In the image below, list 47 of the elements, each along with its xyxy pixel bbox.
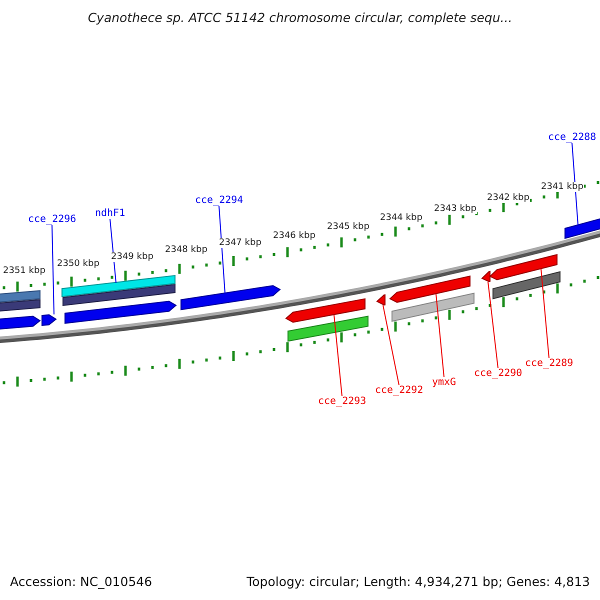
scale-label: 2345 kbp	[326, 222, 370, 232]
gene-feature	[0, 299, 40, 312]
leader-line	[488, 281, 498, 368]
scale-label: 2350 kbp	[56, 259, 100, 269]
leader-line	[436, 293, 444, 378]
scale-label: 2351 kbp	[2, 266, 46, 276]
scale-label: 2343 kbp	[433, 204, 478, 214]
leader-line	[52, 224, 54, 315]
gene-label: cce_2290	[474, 368, 522, 379]
scale-label: 2344 kbp	[379, 213, 424, 223]
gene-label: ndhF1	[95, 208, 126, 219]
leader-line	[382, 304, 400, 386]
leader-line	[110, 218, 116, 284]
gene-feature	[180, 285, 281, 310]
gene-label: cce_2293	[318, 396, 366, 407]
gene-label: cce_2289	[525, 358, 574, 369]
gene-feature	[288, 316, 368, 342]
scale-label: 2347 kbp	[218, 238, 262, 248]
scale-label: 2348 kbp	[164, 245, 208, 255]
gene-feature	[42, 314, 57, 326]
gene-feature	[285, 298, 366, 323]
leader-line	[540, 268, 550, 358]
footer-text: Accession: NC_010546	[10, 574, 152, 589]
leader-line	[334, 314, 342, 396]
leader-line	[572, 142, 578, 226]
gene-label: cce_2296	[28, 214, 76, 225]
gene-feature	[0, 290, 40, 303]
leader-line	[218, 206, 226, 294]
scale-label: 2349 kbp	[110, 252, 154, 262]
gene-feature	[62, 284, 176, 306]
gene-feature	[489, 254, 558, 280]
gene-label: cce_2288	[548, 132, 596, 143]
title: Cyanothece sp. ATCC 51142 chromosome circular, complete sequ...	[86, 10, 514, 25]
gene-feature	[392, 292, 474, 322]
footer-text: Topology: circular; Length: 4,934,271 bp; Genes: 4,813	[246, 574, 590, 589]
gene-label: cce_2292	[375, 385, 424, 396]
gene-feature	[62, 274, 176, 298]
gene-feature	[64, 300, 177, 324]
gene-feature	[376, 294, 386, 306]
scale-label: 2342 kbp	[486, 193, 530, 203]
scale-label: 2346 kbp	[272, 231, 316, 241]
gene-feature	[564, 216, 600, 240]
scale-label: 2341 kbp	[540, 182, 584, 192]
gene-label: cce_2294	[195, 195, 244, 206]
gene-label: ymxG	[432, 377, 456, 388]
gene-feature	[389, 275, 470, 303]
gene-feature	[492, 271, 560, 300]
